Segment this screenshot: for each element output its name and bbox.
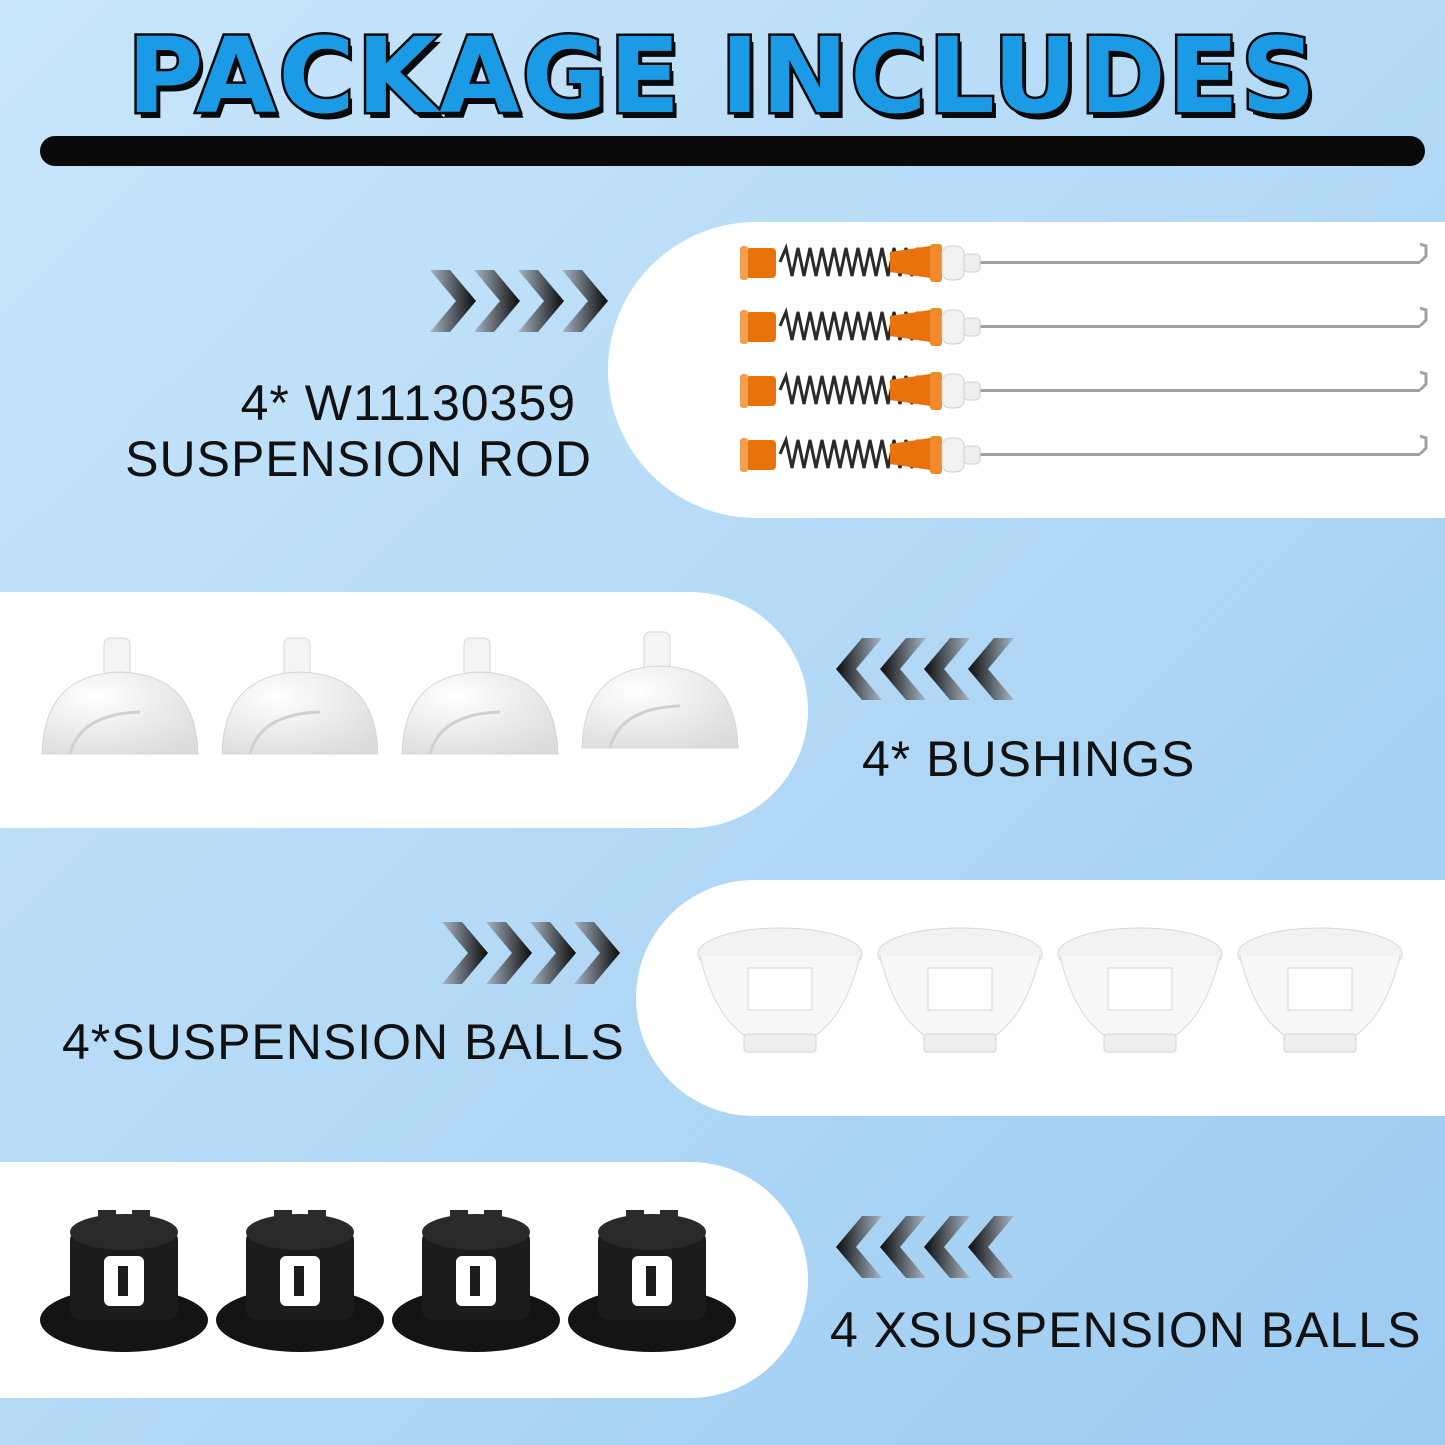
white-ball-label: 4*SUSPENSION BALLS: [62, 1014, 625, 1070]
rod-label: 4* W11130359 SUSPENSION ROD: [125, 375, 592, 487]
chevron-left-icon: [836, 1216, 1014, 1278]
title-underline-bar: [40, 136, 1425, 166]
suspension-rods-image: [740, 242, 1428, 476]
bushings-image: [40, 630, 740, 756]
rod-label-line2: SUSPENSION ROD: [125, 431, 592, 487]
rod-label-line1: 4* W11130359: [240, 375, 576, 431]
chevron-right-icon: [430, 270, 608, 332]
white-suspension-balls-image: [697, 927, 1403, 1053]
chevron-right-icon: [442, 922, 620, 984]
black-ball-label: 4 XSUSPENSION BALLS: [830, 1302, 1422, 1358]
bushing-label: 4* BUSHINGS: [862, 731, 1196, 787]
chevron-left-icon: [836, 638, 1014, 700]
black-suspension-balls-image: [40, 1210, 736, 1352]
page-title: PACKAGE INCLUDES: [125, 15, 1319, 137]
